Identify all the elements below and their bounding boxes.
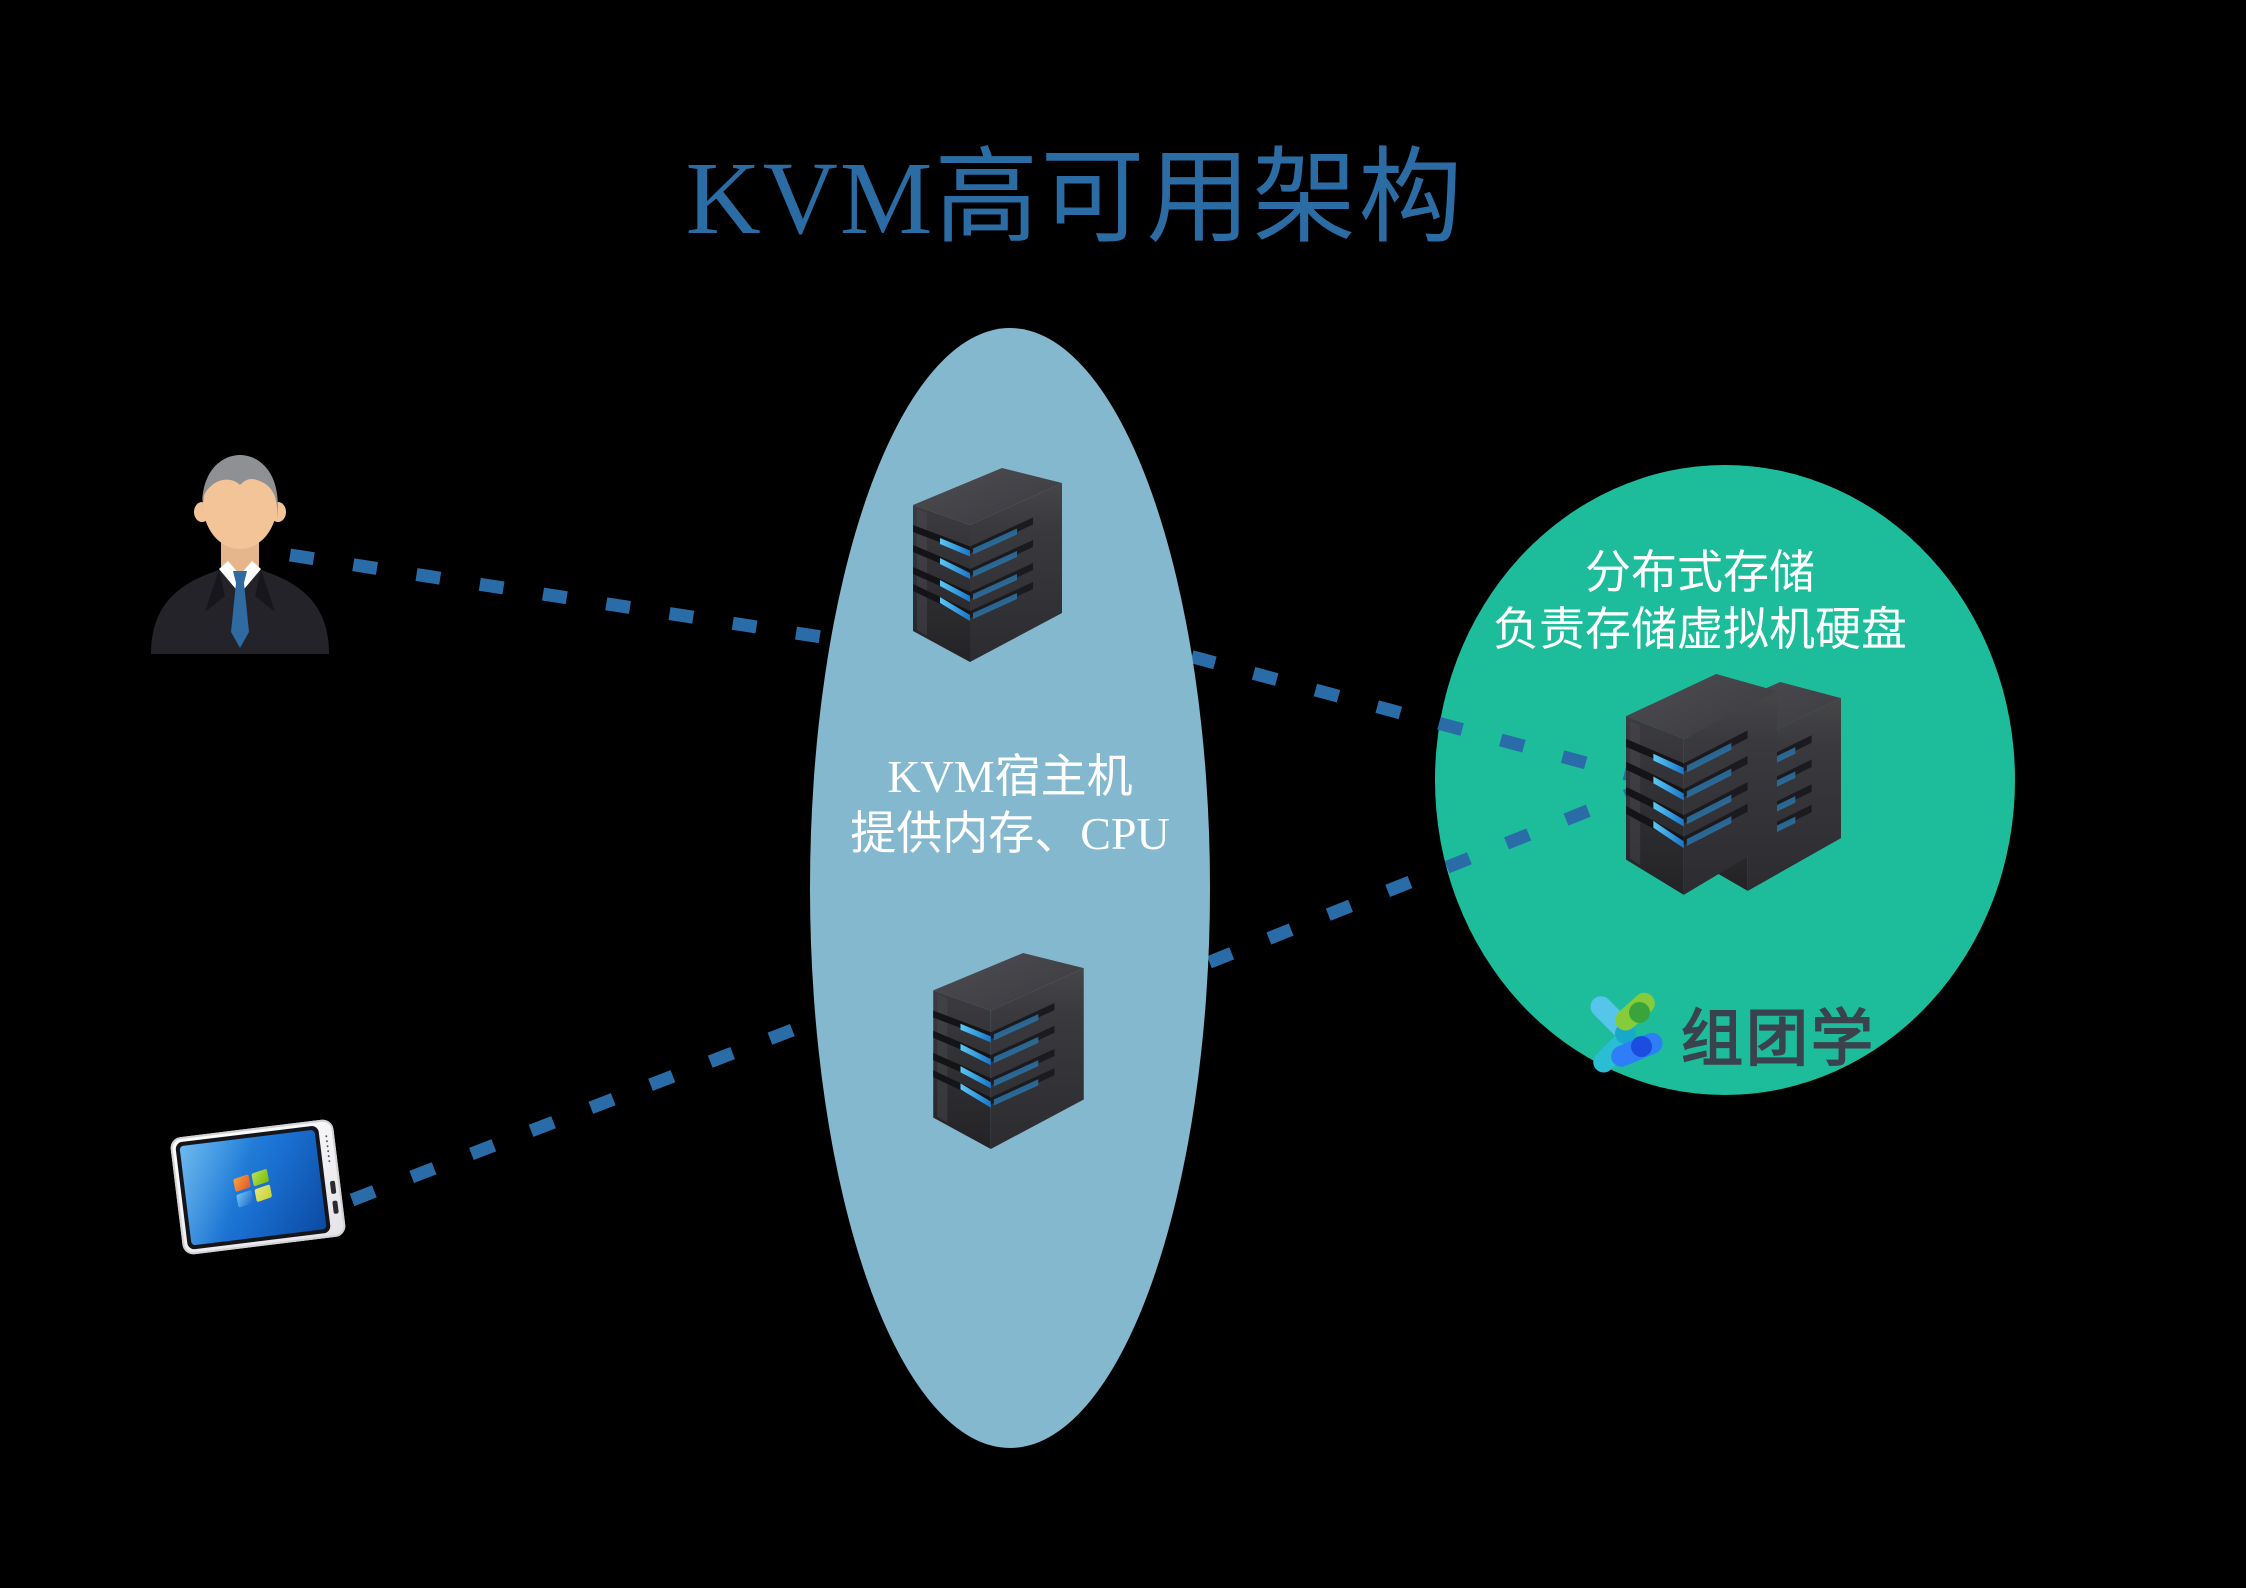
tablet-button-1 bbox=[329, 1180, 337, 1195]
diagram-title: KVM高可用架构 bbox=[685, 141, 1465, 256]
brand-logo: 组团学 bbox=[1585, 980, 1915, 1090]
tablet-button-2 bbox=[332, 1200, 339, 1214]
tie bbox=[231, 583, 249, 648]
host-cluster-label: KVM宿主机 提供内存、CPU bbox=[760, 748, 1260, 862]
face bbox=[203, 459, 277, 549]
client-tablet-icon bbox=[169, 1118, 347, 1256]
link-admin-to-host bbox=[289, 548, 881, 653]
host-cluster-label-line1: KVM宿主机 bbox=[887, 751, 1133, 802]
link-client-to-host bbox=[349, 995, 868, 1207]
brand-name: 组团学 bbox=[1681, 1005, 1877, 1074]
hair bbox=[202, 455, 278, 520]
host-server-icon-top bbox=[913, 468, 1062, 662]
host-cluster-label-line2: 提供内存、CPU bbox=[850, 808, 1170, 859]
storage-cluster-label-line1: 分布式存储 bbox=[1585, 547, 1815, 598]
tie-knot bbox=[233, 571, 247, 583]
storage-server-icon-front bbox=[1626, 674, 1777, 895]
tablet-speaker-dots bbox=[325, 1135, 328, 1138]
storage-cluster-label: 分布式存储 负责存储虚拟机硬盘 bbox=[1450, 544, 1950, 658]
host-server-icon-bottom bbox=[933, 953, 1084, 1149]
tablet-screen bbox=[179, 1129, 327, 1246]
storage-cluster-label-line2: 负责存储虚拟机硬盘 bbox=[1493, 604, 1907, 655]
admin-user-icon bbox=[151, 455, 329, 654]
